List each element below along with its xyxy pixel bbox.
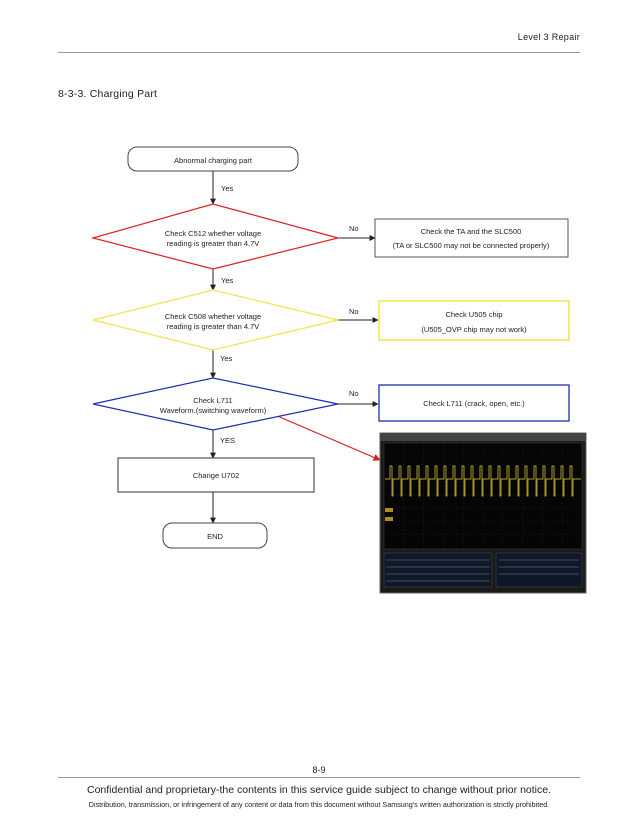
scope-info-panel — [495, 552, 583, 588]
decision-c508-line1: Check C508 whether voltage — [165, 312, 261, 321]
action-check-ta-line2: (TA or SLC500 may not be connected prope… — [393, 241, 550, 250]
end-label: END — [207, 532, 223, 541]
decision-c512-line2: reading is greater than 4.7V — [167, 239, 260, 248]
scope-measurement-table — [383, 552, 493, 588]
process-change-u702 — [117, 457, 315, 493]
label-yes-1: Yes — [221, 184, 233, 193]
decision-c508 — [92, 289, 339, 351]
decision-l711-line2: Waveform.(switching waveform) — [160, 406, 267, 415]
decision-c508-line2: reading is greater than 4.7V — [167, 322, 260, 331]
scope-marker-2 — [385, 517, 393, 521]
process-change-u702-label: Change U702 — [193, 471, 239, 480]
footer-divider — [58, 777, 580, 778]
action-check-ta — [374, 218, 569, 258]
action-check-u505-line1: Check U505 chip — [445, 310, 502, 319]
footer-distribution: Distribution, transmission, or infringem… — [88, 800, 550, 809]
decision-l711-line1: Check L711 — [193, 396, 232, 405]
start-node — [127, 146, 299, 172]
scope-marker-1 — [385, 508, 393, 512]
pointer-to-waveform — [267, 411, 381, 461]
start-label: Abnormal charging part — [174, 156, 253, 165]
scope-trace-yellow — [385, 465, 581, 497]
header-divider — [58, 52, 580, 53]
decision-l711 — [92, 377, 339, 431]
scope-measurement-rows — [386, 559, 490, 582]
label-yes-4: YES — [220, 436, 235, 445]
label-no-2: No — [349, 307, 359, 316]
decision-c512 — [90, 203, 341, 270]
label-yes-2: Yes — [221, 276, 233, 285]
action-check-ta-line1: Check the TA and the SLC500 — [421, 227, 522, 236]
label-yes-3: Yes — [220, 354, 232, 363]
scope-info-lines — [499, 559, 579, 575]
decision-c512-line1: Check C512 whether voltage — [165, 229, 261, 238]
label-no-1: No — [349, 224, 359, 233]
action-check-l711-line1: Check L711 (crack, open, etc.) — [423, 399, 525, 408]
header-text: Level 3 Repair — [517, 32, 580, 42]
end-node — [162, 522, 268, 549]
oscilloscope-screenshot — [379, 432, 587, 594]
action-check-u505 — [378, 300, 570, 341]
action-check-l711 — [378, 384, 570, 422]
footer-confidential: Confidential and proprietary-the content… — [86, 784, 551, 796]
scope-menu-bar — [380, 433, 586, 441]
action-check-u505-line2: (U505_OVP chip may not work) — [421, 325, 527, 334]
section-title: 8-3-3. Charging Part — [58, 88, 158, 100]
label-no-3: No — [349, 389, 359, 398]
page-number: 8-9 — [312, 765, 326, 775]
